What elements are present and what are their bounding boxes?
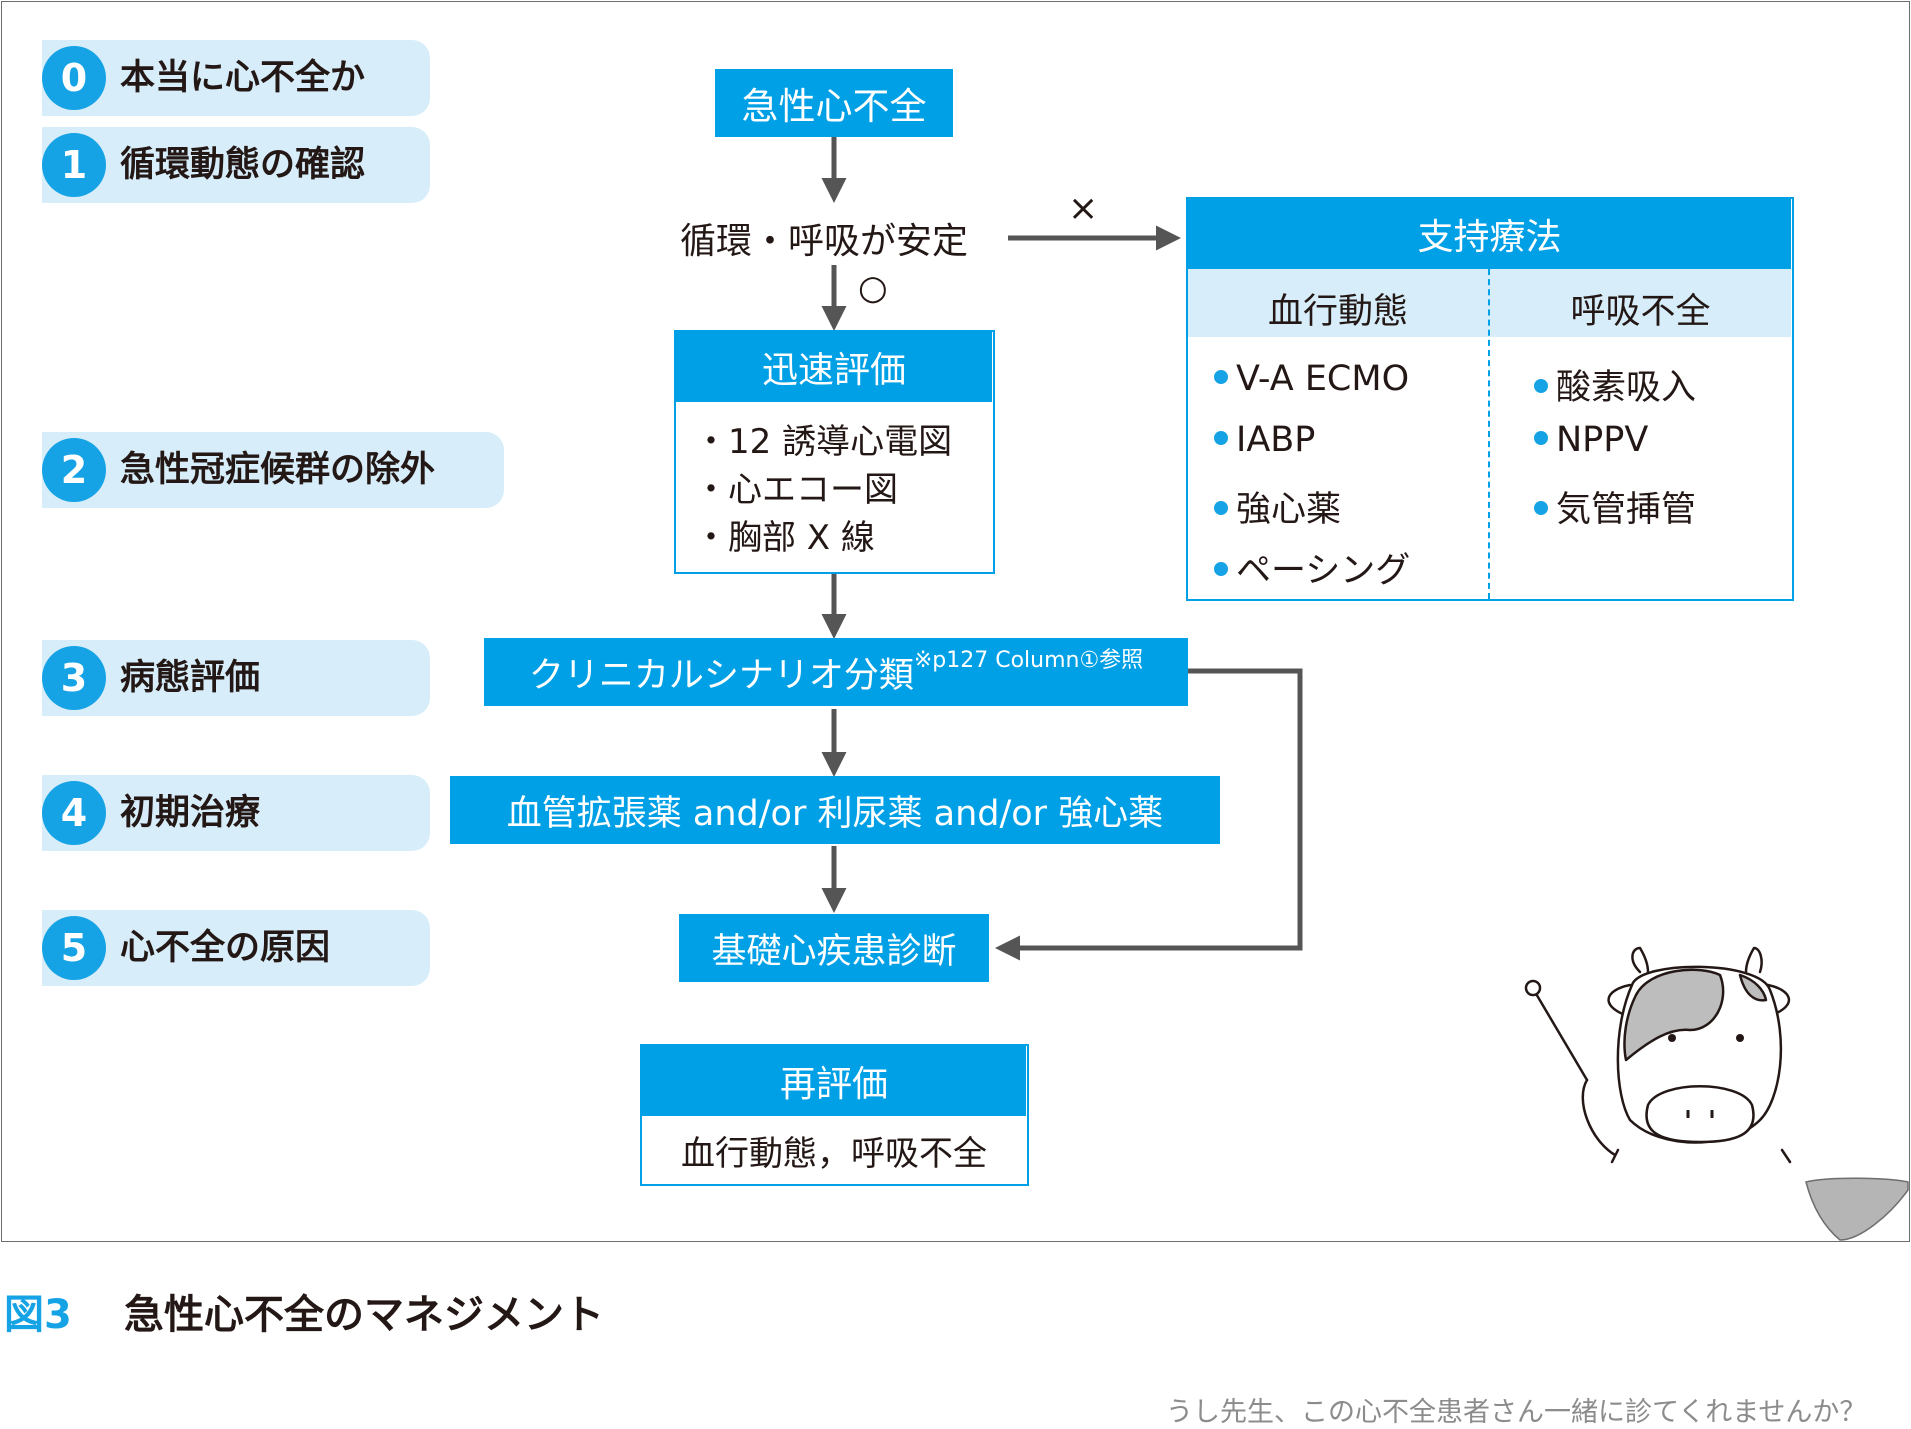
rapid-eval-item: ・胸部 X 線 xyxy=(694,518,875,558)
step-number: 2 xyxy=(42,438,106,502)
support-item: IABP xyxy=(1214,420,1315,460)
step-number: 5 xyxy=(42,916,106,980)
step-label: 急性冠症候群の除外 xyxy=(120,450,436,490)
rapid-eval-item: ・12 誘導心電図 xyxy=(694,422,953,462)
arrow-cs-to-diagnosis xyxy=(995,668,1303,961)
step-5: 5 心不全の原因 xyxy=(42,910,430,986)
step-2: 2 急性冠症候群の除外 xyxy=(42,432,504,508)
support-item: 気管挿管 xyxy=(1534,481,1696,532)
rapid-eval-item: ・心エコー図 xyxy=(694,470,898,510)
reeval-body: 血行動態，呼吸不全 xyxy=(681,1134,987,1174)
initial-treatment-box: 血管拡張薬 and/or 利尿薬 and/or 強心薬 xyxy=(450,776,1220,844)
support-divider xyxy=(1488,269,1490,599)
figure-title: 急性心不全のマネジメント xyxy=(124,1292,604,1338)
support-item: NPPV xyxy=(1534,420,1648,460)
step-label: 病態評価 xyxy=(120,658,261,698)
clinical-scenario-label: クリニカルシナリオ分類 xyxy=(528,655,914,696)
support-box: 支持療法 血行動態 呼吸不全 V-A ECMO IABP 強心薬 ペーシング 酸… xyxy=(1186,197,1794,601)
figure-number: 図3 xyxy=(4,1292,72,1338)
rapid-eval-title: 迅速評価 xyxy=(676,332,992,402)
step-number: 1 xyxy=(42,133,106,197)
step-label: 心不全の原因 xyxy=(120,928,331,968)
support-col2-header: 呼吸不全 xyxy=(1570,292,1711,332)
clinical-scenario-note: ※p127 Column①参照 xyxy=(913,648,1144,673)
step-label: 循環動態の確認 xyxy=(120,145,366,185)
rapid-eval-box: 迅速評価 ・12 誘導心電図 ・心エコー図 ・胸部 X 線 xyxy=(674,330,995,574)
support-item: V-A ECMO xyxy=(1214,359,1409,399)
support-item: 酸素吸入 xyxy=(1534,359,1696,410)
clinical-scenario-box: クリニカルシナリオ分類 ※p127 Column①参照 xyxy=(484,638,1188,706)
step-1: 1 循環動態の確認 xyxy=(42,127,430,203)
step-label: 初期治療 xyxy=(120,793,261,833)
no-mark: × xyxy=(1068,188,1099,229)
step-label: 本当に心不全か xyxy=(120,58,366,98)
running-footer: うし先生、この心不全患者さん一緒に診てくれませんか？ xyxy=(1166,1397,1867,1428)
step-number: 0 xyxy=(42,46,106,110)
step-3: 3 病態評価 xyxy=(42,640,430,716)
support-item: 強心薬 xyxy=(1214,481,1341,532)
support-col1-header: 血行動態 xyxy=(1267,292,1408,332)
yes-mark: ○ xyxy=(858,268,888,308)
reeval-title: 再評価 xyxy=(642,1046,1026,1116)
step-number: 3 xyxy=(42,646,106,710)
question-text: 循環・呼吸が安定 xyxy=(680,221,969,262)
support-title: 支持療法 xyxy=(1188,199,1791,269)
start-box: 急性心不全 xyxy=(715,69,953,137)
step-4: 4 初期治療 xyxy=(42,775,430,851)
reeval-box: 再評価 血行動態，呼吸不全 xyxy=(640,1044,1029,1186)
diagnosis-box: 基礎心疾患診断 xyxy=(679,914,989,982)
step-0: 0 本当に心不全か xyxy=(42,40,430,116)
support-item: ペーシング xyxy=(1214,542,1410,593)
step-number: 4 xyxy=(42,781,106,845)
